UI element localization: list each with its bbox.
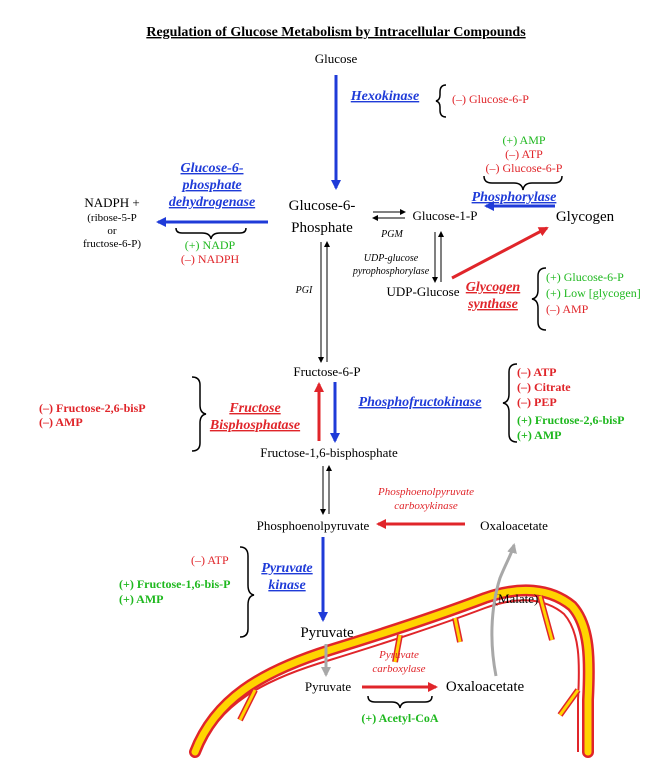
udp-glucose-label: UDP-Glucose (387, 284, 460, 299)
pepck-label-1: Phosphoenolpyruvate (377, 486, 474, 498)
glycogen-synthase-regulator-2: (+) Low [glycogen] (546, 286, 641, 300)
malate-label: (Malate) (494, 591, 539, 606)
pfk-regulator-3: (–) PEP (517, 395, 557, 409)
nadph-label-1: NADPH + (84, 195, 139, 210)
glucose-1-phosphate-label: Glucose-1-P (413, 208, 478, 223)
g6pd-label-3: dehydrogenase (169, 195, 255, 210)
hexokinase-brace (435, 84, 447, 118)
glycogen-synthase-regulator-1: (+) Glucose-6-P (546, 270, 624, 284)
pyruvate-kinase-label-2: kinase (268, 578, 305, 593)
glycogen-label: Glycogen (556, 209, 615, 225)
g6pd-regulator-1: (+) NADP (185, 238, 236, 252)
pyruvate-kinase-label-1: Pyruvate (261, 561, 312, 576)
pyruvate-kinase-brace (239, 546, 255, 638)
phosphorylase-brace (483, 175, 563, 191)
glucose-6-phosphate-label-1: Glucose-6- (289, 198, 356, 214)
glycogen-synthase-regulator-3: (–) AMP (546, 302, 589, 316)
pyruvate-kinase-regulator-1: (–) ATP (191, 553, 229, 567)
phosphorylase-label: Phosphorylase (472, 190, 557, 205)
pyruvate-carboxylase-label-2: carboxylase (372, 663, 425, 675)
pyruvate-carboxylase-brace (367, 695, 433, 709)
pepck-label-2: carboxykinase (394, 500, 458, 512)
fbpase-label-2: Bisphosphatase (209, 418, 300, 433)
hexokinase-label: Hexokinase (350, 89, 419, 104)
g6pd-label-1: Glucose-6- (181, 161, 244, 176)
nadph-label-4: fructose-6-P) (83, 238, 141, 250)
pfk-regulator-4: (+) Fructose-2,6-bisP (517, 413, 624, 427)
glycogen-synthase-arrow (451, 226, 549, 280)
pfk-label: Phosphofructokinase (359, 395, 482, 410)
hexokinase-regulator-1: (–) Glucose-6-P (452, 92, 529, 106)
fructose-6-phosphate-label: Fructose-6-P (293, 364, 360, 379)
pyruvate-kinase-regulator-3: (+) AMP (119, 592, 164, 606)
pfk-brace (502, 363, 518, 443)
glycogen-synthase-label-1: Glycogen (466, 280, 521, 295)
fbpase-regulator-1: (–) Fructose-2,6-bisP (39, 401, 146, 415)
phosphoenolpyruvate-label: Phosphoenolpyruvate (257, 518, 370, 533)
pyruvate-carboxylase-regulator-1: (+) Acetyl-CoA (361, 711, 438, 725)
oxaloacetate-mito-label: Oxaloacetate (446, 679, 525, 695)
glycogen-synthase-brace (531, 267, 547, 331)
fbpase-regulator-2: (–) AMP (39, 415, 83, 429)
glycogen-synthase-label-2: synthase (467, 297, 518, 312)
diagram-title: Regulation of Glucose Metabolism by Intr… (146, 25, 526, 40)
pyruvate-carboxylase-label-1: Pyruvate (378, 649, 419, 661)
glucose-label: Glucose (315, 51, 358, 66)
fbpase-label-1: Fructose (228, 401, 280, 416)
phosphorylase-regulator-1: (+) AMP (502, 133, 545, 147)
fbpase-brace (191, 376, 207, 452)
phosphorylase-regulator-3: (–) Glucose-6-P (486, 161, 563, 175)
pfk-regulator-2: (–) Citrate (517, 380, 571, 394)
mitochondrion-membrane (189, 584, 595, 758)
phosphorylase-regulator-2: (–) ATP (505, 147, 543, 161)
pyruvate-cytosol-label: Pyruvate (300, 625, 354, 641)
pfk-regulator-5: (+) AMP (517, 428, 562, 442)
oxaloacetate-top-label: Oxaloacetate (480, 518, 548, 533)
fructose-1-6-bisphosphate-label: Fructose-1,6-bisphosphate (260, 445, 398, 460)
malate-shuttle-arrow (490, 543, 517, 677)
pgi-label: PGI (295, 285, 313, 296)
glucose-6-phosphate-label-2: Phosphate (291, 220, 353, 236)
nadph-label-3: or (107, 225, 117, 237)
pyruvate-kinase-regulator-2: (+) Fructose-1,6-bis-P (119, 577, 230, 591)
pyruvate-mito-label: Pyruvate (305, 679, 351, 694)
g6pd-brace (175, 227, 247, 240)
pgm-label: PGM (380, 229, 403, 240)
udp-ppase-label-1: UDP-glucose (364, 253, 419, 264)
pfk-regulator-1: (–) ATP (517, 365, 556, 379)
nadph-label-2: (ribose-5-P (87, 212, 137, 224)
g6pd-regulator-2: (–) NADPH (181, 252, 240, 266)
udp-ppase-label-2: pyrophosphorylase (352, 266, 430, 277)
g6pd-label-2: phosphate (181, 178, 241, 193)
